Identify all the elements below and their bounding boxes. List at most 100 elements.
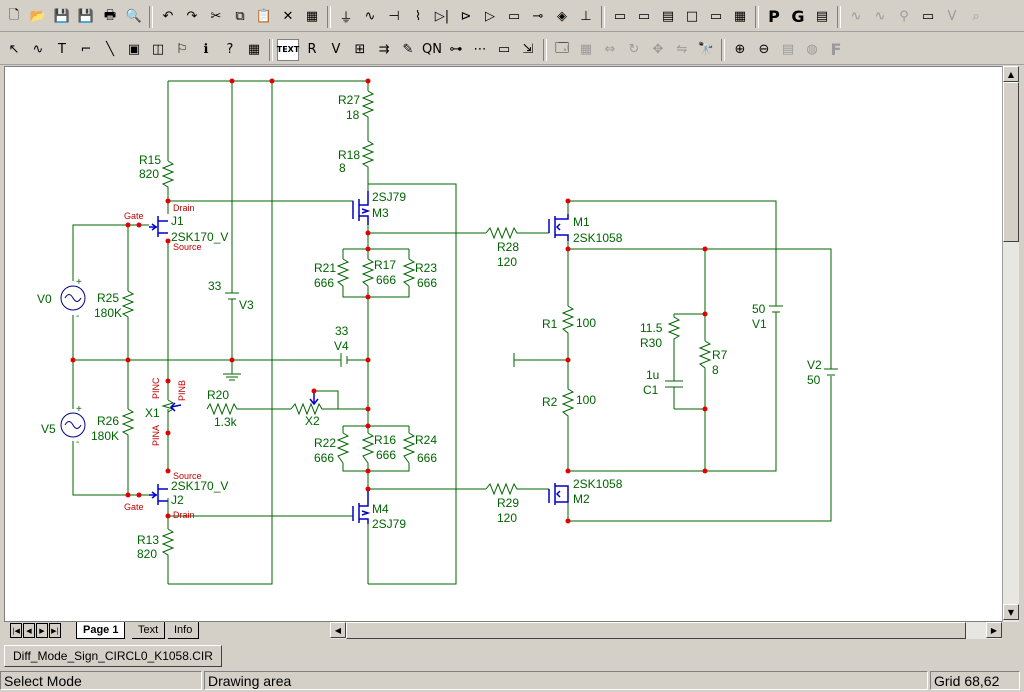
file-tab[interactable]: Diff_Mode_Sign_CIRCL0_K1058.CIR	[4, 645, 222, 667]
capacitor-icon[interactable]: ⊣	[388, 9, 400, 24]
window-tile-v-icon[interactable]: ▭	[637, 9, 651, 24]
vertical-scroll-thumb[interactable]	[1003, 82, 1019, 242]
zoom-window-icon[interactable]: ⌕	[972, 9, 980, 24]
open-file-icon[interactable]: 📂	[29, 9, 47, 24]
font-icon[interactable]: F	[830, 40, 842, 59]
color-icon[interactable]: ▦	[247, 42, 261, 57]
scroll-down-icon[interactable]: ▼	[1003, 604, 1019, 620]
new-file-icon[interactable]: 🗋	[8, 7, 20, 23]
node-icon[interactable]: ⊶	[449, 42, 463, 57]
tab-first-icon[interactable]: |◀	[10, 623, 22, 638]
letter-p-icon[interactable]: P	[768, 7, 780, 26]
window-cascade-icon[interactable]: ▤	[661, 9, 675, 24]
label-v4-value: 33	[335, 324, 349, 338]
paste-icon[interactable]: 📋	[255, 9, 273, 24]
probe-tool-icon[interactable]: ✎	[402, 42, 414, 57]
flip-h-icon[interactable]: ⇔	[604, 42, 616, 57]
undo-icon[interactable]: ↶	[162, 9, 174, 24]
tab-next-icon[interactable]: ▶	[36, 623, 48, 638]
analysis-window-icon[interactable]: ▤	[815, 9, 829, 24]
tab-page-1[interactable]: Page 1	[76, 622, 126, 639]
mirror-icon[interactable]: ⇋	[676, 42, 688, 57]
pin-j2-source: Source	[173, 471, 202, 481]
arrows-icon[interactable]: ⇉	[378, 42, 390, 57]
print-icon[interactable]: 🖶	[103, 7, 117, 23]
source-icon[interactable]: ◈	[557, 9, 567, 24]
label-r16-name: R16	[374, 433, 396, 447]
analysis-icon[interactable]: ⊞	[354, 42, 366, 57]
macro-icon[interactable]: ▤	[781, 42, 795, 57]
ac-analysis-icon[interactable]: ∿	[874, 9, 886, 24]
diode-icon[interactable]: ▷|	[434, 9, 450, 24]
tab-text[interactable]: Text	[132, 622, 166, 639]
text-mode-icon[interactable]: TEXT	[277, 38, 299, 61]
meter-icon[interactable]: ▭	[507, 9, 521, 24]
properties-icon[interactable]: 🗔	[554, 40, 570, 56]
window-tile-h-icon[interactable]: ▭	[613, 9, 627, 24]
scroll-left-icon[interactable]: ◀	[330, 622, 346, 638]
window-icon[interactable]: □	[685, 9, 699, 24]
ground-icon[interactable]: ⏚	[339, 11, 353, 26]
rotate-icon[interactable]: ↻	[628, 42, 640, 57]
horizontal-scroll-thumb[interactable]	[346, 622, 966, 639]
delete-icon[interactable]: ✕	[282, 9, 294, 24]
info-icon[interactable]: ℹ	[203, 42, 209, 57]
qn-icon[interactable]: QN	[422, 42, 442, 57]
window-split-icon[interactable]: ▭	[709, 9, 723, 24]
cut-icon[interactable]: ✂	[210, 9, 222, 24]
pin-j2-gate: Gate	[124, 502, 144, 512]
save-icon[interactable]: 💾	[53, 9, 71, 24]
align-icon[interactable]: ▦	[579, 42, 593, 57]
wire-icon[interactable]: ∿	[32, 42, 44, 57]
schematic-canvas[interactable]: R27 18 R18 8 R15 820 R13 820 R25 180K R2…	[4, 66, 1004, 622]
flag-icon[interactable]: ⚐	[176, 42, 188, 57]
scroll-up-icon[interactable]: ▲	[1003, 66, 1019, 82]
grid-icon[interactable]: ⋯	[473, 42, 487, 57]
schematic-drawing[interactable]: R27 18 R18 8 R15 820 R13 820 R25 180K R2…	[5, 67, 1004, 622]
tab-prev-icon[interactable]: ◀	[23, 623, 35, 638]
letter-g-icon[interactable]: G	[791, 7, 805, 26]
label-r21-name: R21	[314, 261, 336, 275]
inductor-icon[interactable]: ∿	[364, 9, 376, 24]
zoom-in-icon[interactable]: ⊕	[734, 42, 746, 57]
component-icon[interactable]: ▣	[127, 42, 141, 57]
zoom-out-icon[interactable]: ⊖	[758, 42, 770, 57]
select-arrow-icon[interactable]: ↖	[8, 42, 20, 57]
pin-j1-source: Source	[173, 242, 202, 252]
help-cursor-icon[interactable]: ?	[226, 42, 234, 57]
scroll-right-icon[interactable]: ▶	[986, 622, 1002, 638]
print-preview-icon[interactable]: 🔍	[125, 9, 143, 24]
line-tool-icon[interactable]: ╲	[106, 42, 114, 57]
globe-icon[interactable]: ◍	[806, 42, 818, 57]
tab-last-icon[interactable]: ▶|	[49, 623, 61, 638]
opamp-icon[interactable]: ▷	[485, 9, 495, 24]
vtp-icon[interactable]: V	[331, 42, 341, 57]
label-r21-value: 666	[314, 276, 334, 290]
frame-icon[interactable]: ▭	[497, 42, 511, 57]
bus-icon[interactable]: ⌐	[80, 42, 92, 57]
copy-icon[interactable]: ⧉	[235, 9, 245, 24]
tab-info[interactable]: Info	[168, 622, 200, 639]
cursor-icon[interactable]: ⇲	[522, 42, 534, 57]
label-r1-value: 100	[576, 316, 596, 330]
transistor-icon[interactable]: ⊳	[460, 9, 472, 24]
save-all-icon[interactable]: 💾	[77, 9, 95, 24]
resistor-icon[interactable]: ⌇	[414, 9, 422, 24]
switch-icon[interactable]: ⊥	[580, 9, 592, 24]
find-icon[interactable]: 🔭	[697, 42, 715, 57]
chip-icon[interactable]: ▦	[305, 9, 319, 24]
calculator-icon[interactable]: ▦	[733, 9, 747, 24]
probe-icon[interactable]: ⚲	[899, 9, 909, 24]
pin-label-icon[interactable]: R	[307, 42, 317, 57]
horizontal-scrollbar[interactable]: ◀ ▶	[330, 622, 1002, 639]
label-r13-value: 820	[137, 547, 157, 561]
move-icon[interactable]: ✥	[652, 42, 664, 57]
vertical-scrollbar[interactable]: ▲ ▼	[1002, 66, 1019, 622]
redo-icon[interactable]: ↷	[186, 9, 198, 24]
battery-icon[interactable]: ⊸	[532, 9, 544, 24]
vdc-icon[interactable]: V	[947, 9, 957, 24]
insert-icon[interactable]: ◫	[151, 42, 165, 57]
text-tool-icon[interactable]: T	[58, 42, 66, 57]
bode-icon[interactable]: ▭	[921, 9, 935, 24]
waveform-icon[interactable]: ∿	[850, 9, 862, 24]
